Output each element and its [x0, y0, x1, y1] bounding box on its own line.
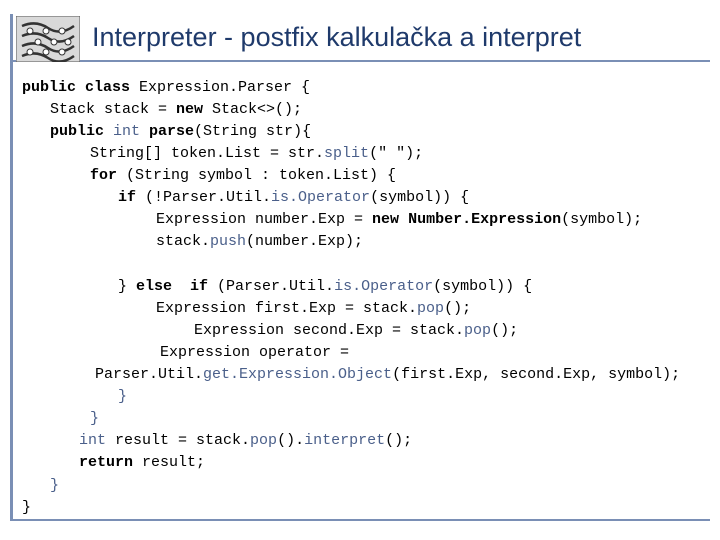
- code-token: }: [118, 278, 137, 295]
- code-token: }: [50, 477, 60, 494]
- code-token: is.Operator: [271, 189, 371, 206]
- code-line: } else if (Parser.Util.is.Operator(symbo…: [118, 278, 532, 296]
- code-token: Expression first.Exp = stack.: [156, 300, 418, 317]
- code-line: Parser.Util.get.Expression.Object(first.…: [95, 366, 680, 384]
- code-token: (String symbol : token.List) {: [117, 167, 397, 184]
- code-token: get.Expression.Object: [203, 366, 393, 383]
- code-token: stack.: [156, 233, 211, 250]
- code-line: }: [118, 388, 127, 406]
- code-line: public class Expression.Parser {: [22, 79, 310, 97]
- code-token: Expression.Parser {: [139, 79, 311, 96]
- code-token: Stack stack =: [50, 101, 177, 118]
- code-token: else if: [136, 278, 209, 295]
- code-token: (first.Exp, second.Exp, symbol);: [392, 366, 681, 383]
- code-token: push: [210, 233, 247, 250]
- code-token: result = stack.: [106, 432, 251, 449]
- code-token: (symbol)) {: [433, 278, 533, 295]
- code-line: Expression operator =: [160, 344, 349, 362]
- code-token: (symbol);: [561, 211, 643, 228]
- code-token: (number.Exp);: [246, 233, 364, 250]
- title-rule: [10, 60, 710, 62]
- code-token: public class: [22, 79, 140, 96]
- left-rule: [10, 14, 13, 520]
- code-token: is.Operator: [334, 278, 434, 295]
- code-line: int result = stack.pop().interpret();: [79, 432, 412, 450]
- code-token: Expression second.Exp = stack.: [194, 322, 465, 339]
- code-line: Expression second.Exp = stack.pop();: [194, 322, 518, 340]
- code-token: Parser.Util.: [95, 366, 204, 383]
- code-token: }: [90, 410, 100, 427]
- code-token: pop: [417, 300, 445, 317]
- code-token: public: [50, 123, 114, 140]
- code-token: int: [113, 123, 150, 140]
- code-line: Expression number.Exp = new Number.Expre…: [156, 211, 642, 229]
- code-line: if (!Parser.Util.is.Operator(symbol)) {: [118, 189, 469, 207]
- code-token: (!Parser.Util.: [136, 189, 272, 206]
- code-token: pop: [464, 322, 492, 339]
- code-token: (symbol)) {: [370, 189, 470, 206]
- code-line: }: [90, 410, 99, 428]
- code-line: Expression first.Exp = stack.pop();: [156, 300, 471, 318]
- code-line: String[] token.List = str.split(" ");: [90, 145, 423, 163]
- code-line: Stack stack = new Stack<>();: [50, 101, 302, 119]
- page-title: Interpreter - postfix kalkulačka a inter…: [92, 22, 582, 52]
- code-token: new: [372, 211, 400, 228]
- code-line: stack.push(number.Exp);: [156, 233, 363, 251]
- code-line: }: [22, 499, 31, 517]
- code-token: parse: [149, 123, 195, 140]
- code-token: ().: [277, 432, 305, 449]
- code-line: }: [50, 477, 59, 495]
- code-token: Expression operator =: [160, 344, 350, 361]
- code-token: new: [176, 101, 204, 118]
- code-token: (" ");: [369, 145, 424, 162]
- code-token: pop: [250, 432, 278, 449]
- code-token: int: [79, 432, 107, 449]
- code-token: return: [79, 454, 134, 471]
- code-token: interpret: [304, 432, 386, 449]
- code-token: for: [90, 167, 118, 184]
- code-token: ();: [385, 432, 413, 449]
- code-token: if: [118, 189, 137, 206]
- code-token: (Parser.Util.: [208, 278, 335, 295]
- code-line: return result;: [79, 454, 205, 472]
- code-token: Stack<>();: [203, 101, 303, 118]
- code-token: Expression number.Exp =: [156, 211, 373, 228]
- bottom-rule: [10, 519, 710, 521]
- code-token: ();: [444, 300, 472, 317]
- code-token: String[] token.List = str.: [90, 145, 325, 162]
- code-token: Number.Expression: [408, 211, 562, 228]
- code-token: }: [22, 499, 32, 516]
- puzzle-logo-icon: [16, 16, 80, 62]
- code-token: (String str){: [194, 123, 312, 140]
- code-token: [399, 211, 408, 228]
- code-token: split: [324, 145, 370, 162]
- code-line: for (String symbol : token.List) {: [90, 167, 396, 185]
- code-token: ();: [491, 322, 519, 339]
- code-token: }: [118, 388, 128, 405]
- code-token: result;: [133, 454, 206, 471]
- code-line: public int parse(String str){: [50, 123, 311, 141]
